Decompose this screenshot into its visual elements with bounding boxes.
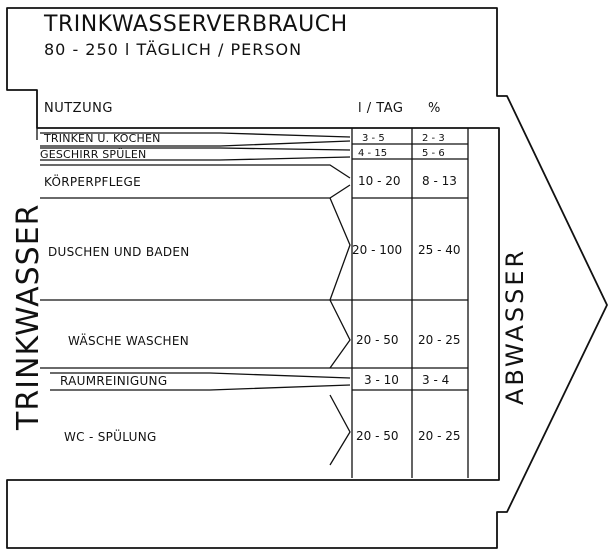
- side-label-abwasser: ABWASSER: [501, 248, 529, 405]
- row-liters: 4 - 15: [358, 148, 387, 159]
- row-label: KÖRPERPFLEGE: [44, 173, 141, 189]
- row-waesche: WÄSCHE WASCHEN 20 - 50 20 - 25: [68, 333, 461, 348]
- row-koerperpflege: KÖRPERPFLEGE 10 - 20 8 - 13: [44, 173, 457, 189]
- row-label: WÄSCHE WASCHEN: [68, 333, 189, 348]
- column-header-usage: NUTZUNG: [44, 101, 113, 116]
- row-label: TRINKEN U. KOCHEN: [43, 132, 161, 145]
- row-geschirr: GESCHIRR SPÜLEN 4 - 15 5 - 6: [40, 148, 445, 161]
- row-duschen: DUSCHEN UND BADEN 20 - 100 25 - 40: [48, 243, 461, 259]
- column-header-liters: l / TAG: [358, 101, 403, 116]
- row-liters: 20 - 50: [356, 429, 399, 443]
- branch-lines: [40, 132, 468, 466]
- flow-outline: [6, 7, 608, 549]
- row-percent: 3 - 4: [422, 373, 449, 387]
- row-liters: 3 - 10: [364, 373, 399, 387]
- column-header-percent: %: [428, 101, 441, 116]
- row-percent: 20 - 25: [418, 429, 461, 443]
- row-label: WC - SPÜLUNG: [64, 428, 157, 444]
- row-percent: 25 - 40: [418, 243, 461, 257]
- row-raumreinigung: RAUMREINIGUNG 3 - 10 3 - 4: [60, 373, 449, 388]
- row-label: RAUMREINIGUNG: [60, 374, 167, 388]
- diagram-title: TRINKWASSERVERBRAUCH: [43, 12, 348, 37]
- row-percent: 2 - 3: [422, 133, 445, 144]
- row-percent: 5 - 6: [422, 148, 445, 159]
- row-liters: 10 - 20: [358, 174, 401, 188]
- row-label: DUSCHEN UND BADEN: [48, 245, 190, 259]
- row-percent: 8 - 13: [422, 174, 457, 188]
- row-label: GESCHIRR SPÜLEN: [40, 148, 146, 161]
- row-wc: WC - SPÜLUNG 20 - 50 20 - 25: [64, 428, 461, 444]
- diagram-subtitle: 80 - 250 l TÄGLICH / PERSON: [44, 40, 302, 59]
- row-liters: 20 - 100: [352, 243, 402, 257]
- row-liters: 20 - 50: [356, 333, 399, 347]
- row-percent: 20 - 25: [418, 333, 461, 347]
- row-trinken: TRINKEN U. KOCHEN 3 - 5 2 - 3: [43, 132, 445, 145]
- side-label-trinkwasser: TRINKWASSER: [11, 204, 46, 432]
- row-liters: 3 - 5: [362, 133, 385, 144]
